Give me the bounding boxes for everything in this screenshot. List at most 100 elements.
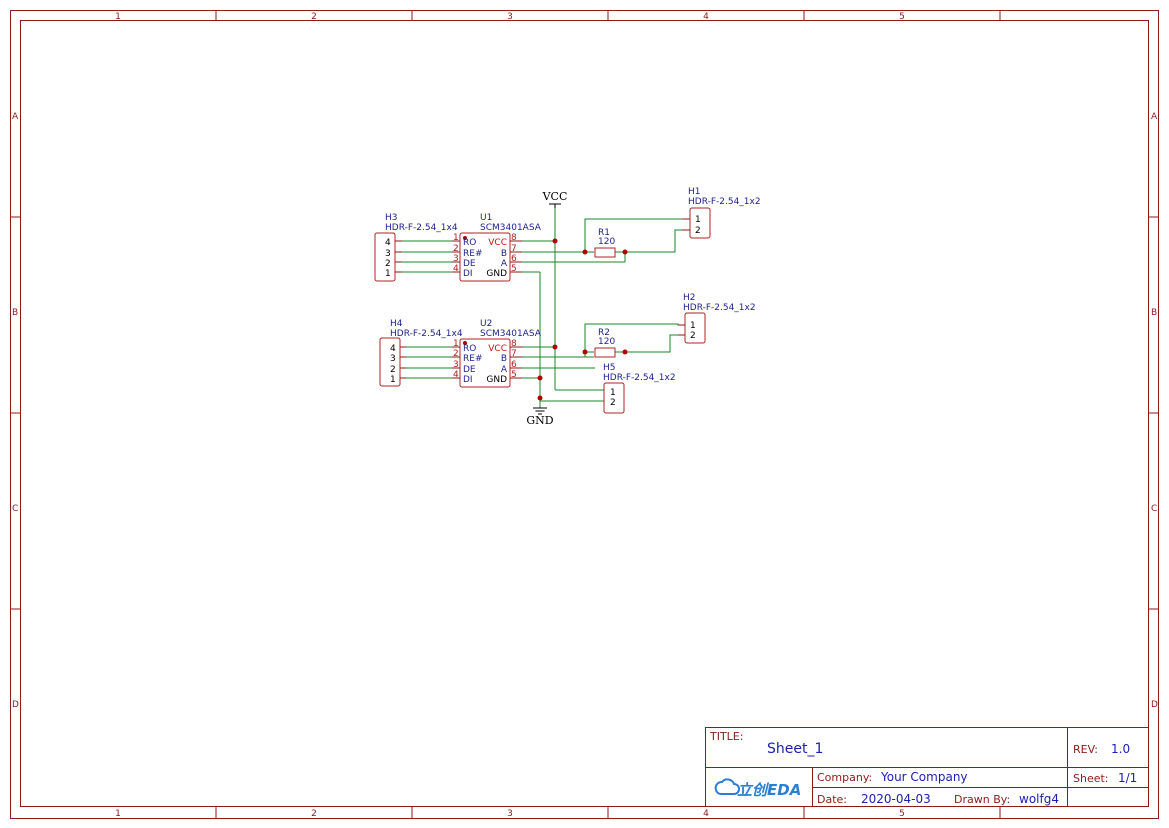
u2-pin4-num: 4: [453, 370, 459, 380]
rev-value: 1.0: [1111, 742, 1130, 756]
h2-pin-1: 1: [690, 321, 696, 331]
sheet-label: Sheet:: [1073, 772, 1109, 785]
component-h3[interactable]: H3 HDR-F-2.54_1x4 4 3 2 1: [374, 213, 458, 282]
h3-ref: H3: [385, 213, 398, 223]
u2-ref: U2: [480, 319, 492, 329]
h5-pin-2: 2: [610, 398, 616, 408]
date-value: 2020-04-03: [861, 792, 931, 806]
col-label-top-5: 5: [899, 12, 905, 22]
h2-pin-2: 2: [690, 331, 696, 341]
u2-pin6-num: 6: [511, 360, 517, 370]
u2-pin4-name: DI: [463, 375, 473, 385]
logo-text: 立创EDA: [737, 781, 801, 799]
u1-pin7-name: B: [501, 249, 507, 259]
u1-pin2-num: 2: [453, 244, 459, 254]
component-h5[interactable]: H5 HDR-F-2.54_1x2 1 2: [603, 363, 676, 414]
h3-pin-1: 1: [385, 269, 391, 279]
h1-pin-2: 2: [695, 226, 701, 236]
u2-pin3-num: 3: [453, 360, 459, 370]
u2-pin7-name: B: [501, 354, 507, 364]
col-label-bottom-4: 4: [703, 809, 709, 819]
u1-ref: U1: [480, 213, 492, 223]
u1-pin6-num: 6: [511, 254, 517, 264]
junction-dot: [582, 349, 588, 355]
h2-ref: H2: [683, 293, 696, 303]
u2-pin5-name: GND: [486, 375, 507, 385]
col-label-top-3: 3: [507, 12, 513, 22]
u2-pin8-num: 8: [511, 339, 517, 349]
component-h2[interactable]: H2 HDR-F-2.54_1x2 1 2: [678, 293, 756, 344]
r2-ref: R2: [598, 328, 610, 338]
u2-pin8-name: VCC: [488, 344, 507, 354]
drawn-by-label: Drawn By:: [954, 793, 1010, 806]
drawn-by-value: wolfg4: [1019, 792, 1059, 806]
row-label-right-b: B: [1151, 308, 1157, 318]
h5-pin-1: 1: [610, 388, 616, 398]
h1-pin-1: 1: [695, 215, 701, 225]
u1-pin2-name: RE#: [463, 249, 482, 259]
u2-pin1-num: 1: [453, 339, 459, 349]
r2-value: 120: [598, 337, 615, 347]
col-label-bottom-1: 1: [115, 809, 121, 819]
h4-ref: H4: [390, 319, 403, 329]
h4-pin-3: 3: [390, 354, 396, 364]
row-label-right-a: A: [1151, 112, 1158, 122]
title-label: TITLE:: [709, 730, 743, 743]
component-h1[interactable]: H1 HDR-F-2.54_1x2 1 2: [682, 187, 761, 239]
h5-ref: H5: [603, 363, 616, 373]
u2-pin6-name: A: [501, 365, 508, 375]
gnd-label: GND: [526, 414, 553, 427]
wires: [402, 206, 682, 408]
sheet-frame: 1 2 3 4 5 1 2 3 4 5 A B C D A B C D: [10, 10, 1159, 819]
component-r2[interactable]: R2 120: [594, 328, 616, 358]
r1-value: 120: [598, 237, 615, 247]
h4-value: HDR-F-2.54_1x4: [390, 329, 463, 339]
h1-ref: H1: [688, 187, 701, 197]
company-value: Your Company: [880, 770, 968, 784]
col-label-top-1: 1: [115, 12, 121, 22]
r1-ref: R1: [598, 228, 610, 238]
u1-pin5-name: GND: [486, 269, 507, 279]
component-h4[interactable]: H4 HDR-F-2.54_1x4 4 3 2 1: [379, 319, 463, 387]
u1-pin3-name: DE: [463, 259, 476, 269]
junction-dot: [582, 249, 588, 255]
u1-value: SCM3401ASA: [480, 223, 542, 233]
lceda-logo: 立创EDA: [714, 778, 801, 799]
component-u1[interactable]: U1 SCM3401ASA 1 2 3 4 RO RE# DE DI 8 7 6…: [452, 213, 542, 282]
u2-pin2-name: RE#: [463, 354, 482, 364]
row-label-right-d: D: [1151, 700, 1158, 710]
h3-pin-3: 3: [385, 249, 391, 259]
junction-dot: [537, 375, 543, 381]
junction-dot: [622, 349, 628, 355]
u2-pin3-name: DE: [463, 365, 476, 375]
vcc-power-symbol: VCC: [542, 190, 568, 208]
junction-dot: [622, 249, 628, 255]
u1-pin8-num: 8: [511, 233, 517, 243]
h5-value: HDR-F-2.54_1x2: [603, 373, 676, 383]
u1-pin4-name: DI: [463, 269, 473, 279]
u1-pin4-num: 4: [453, 264, 459, 274]
rev-label: REV:: [1073, 743, 1098, 756]
junctions: [537, 238, 628, 401]
u1-pin6-name: A: [501, 259, 508, 269]
u1-pin7-num: 7: [511, 244, 517, 254]
u1-pin3-num: 3: [453, 254, 459, 264]
u1-pin5-num: 5: [511, 264, 517, 274]
vcc-label: VCC: [542, 190, 568, 203]
col-label-bottom-2: 2: [311, 809, 317, 819]
row-label-left-b: B: [12, 308, 18, 318]
u2-value: SCM3401ASA: [480, 329, 542, 339]
cloud-icon: [714, 778, 740, 795]
component-r1[interactable]: R1 120: [594, 228, 616, 258]
junction-dot: [552, 344, 558, 350]
h1-value: HDR-F-2.54_1x2: [688, 197, 761, 207]
row-label-left-d: D: [12, 700, 19, 710]
col-label-bottom-3: 3: [507, 809, 513, 819]
gnd-power-symbol: GND: [526, 407, 554, 427]
h3-pin-4: 4: [385, 238, 391, 248]
company-label: Company:: [817, 771, 872, 784]
component-u2[interactable]: U2 SCM3401ASA 1 2 3 4 RO RE# DE DI 8 7 6…: [452, 319, 542, 388]
col-label-bottom-5: 5: [899, 809, 905, 819]
col-label-top-2: 2: [311, 12, 317, 22]
